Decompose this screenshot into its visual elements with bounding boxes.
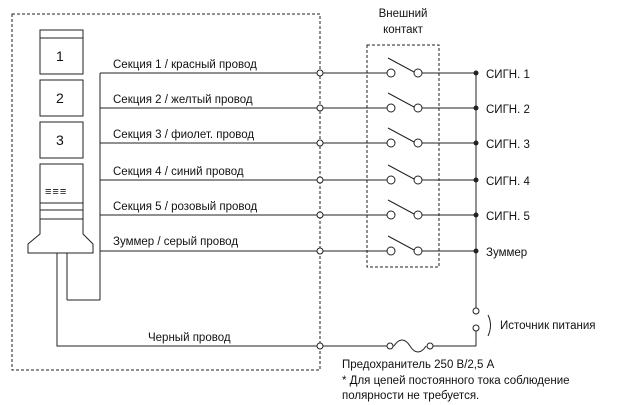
tower-base [27,219,94,254]
tower-enclosure [11,13,321,371]
wire-label-4: Секция 4 / синий провод [113,166,244,178]
tower-segment-3 [39,121,84,159]
wire-label-5: Секция 5 / розовый провод [113,201,257,213]
output-label-4: СИГН. 4 [486,176,530,188]
output-label-5: СИГН. 5 [486,211,530,223]
black-wire-label: Черный провод [148,332,231,344]
note-line-1: * Для цепей постоянного тока соблюдение [342,375,570,387]
fuse-symbol [393,339,427,353]
wire-label-2: Секция 2 / желтый провод [113,94,253,106]
external-contact-label-line2: контакт [383,24,424,36]
wire-label-1: Секция 1 / красный провод [113,59,257,71]
output-label-3: СИГН. 3 [486,139,530,151]
terminals [316,68,480,350]
signal-tower [27,29,94,300]
wire-label-3: Секция 3 / фиолет. провод [113,129,254,141]
external-contact-label-line1: Внешний [379,8,428,20]
segment-number-1: 1 [56,48,64,64]
output-label-1: СИГН. 1 [486,69,530,81]
segment-number-2: 2 [56,90,64,106]
power-source-label: Источник питания [500,320,595,332]
output-label-buzzer: Зуммер [486,247,527,259]
output-label-2: СИГН. 2 [486,104,530,116]
buzzer-grille-icon: ≡≡≡ [45,186,67,198]
tower-segment-1 [39,37,84,75]
fuse-label: Предохранитель 250 В/2,5 А [342,359,495,371]
wire-label-buzzer: Зуммер / серый провод [113,236,238,248]
junction-dots [473,70,479,254]
external-contact-box [366,44,440,268]
tower-segment-2 [39,79,84,117]
power-source-bracket [487,314,491,337]
tower-cap [39,29,84,39]
segment-number-3: 3 [56,132,64,148]
note-line-2: полярности не требуется. [342,390,479,402]
buzzer-unit [39,163,84,220]
